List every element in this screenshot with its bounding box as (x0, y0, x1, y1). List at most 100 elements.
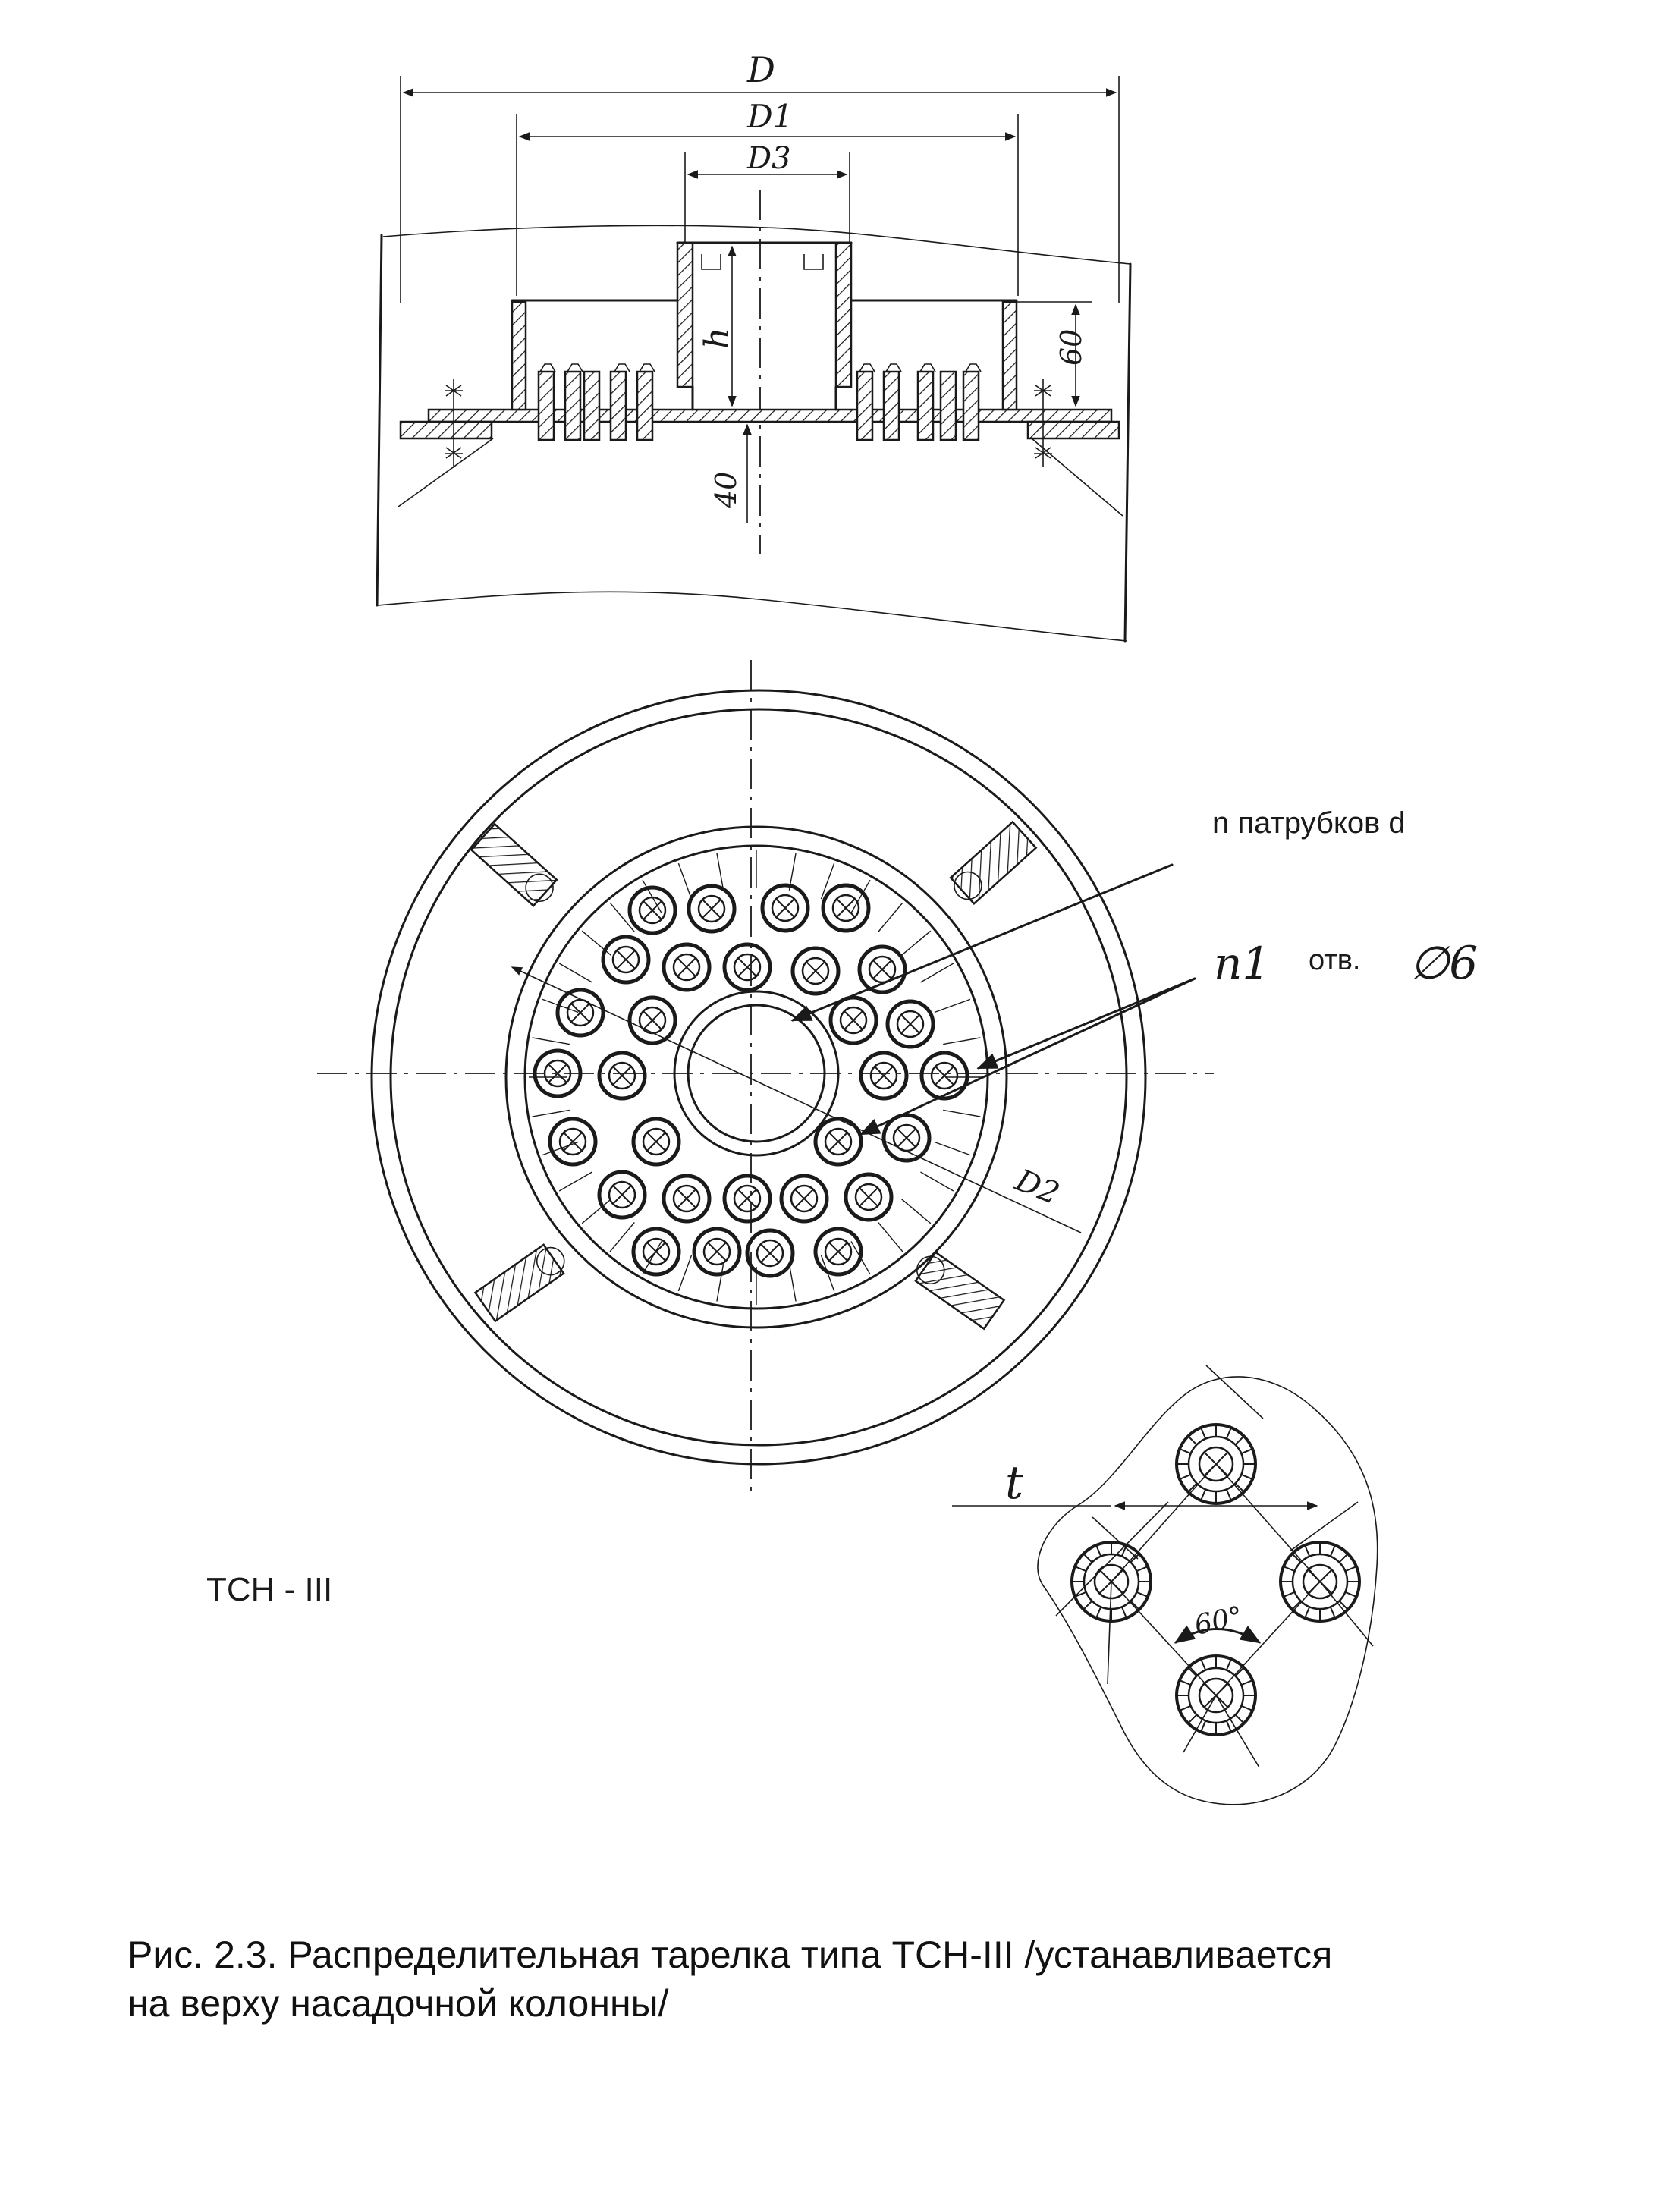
radial-guide-line (901, 1199, 932, 1224)
nozzle-ring (779, 1174, 829, 1224)
nozzle-ring (601, 935, 651, 985)
nozzle-leader (790, 863, 1174, 1022)
radial-guide-line (820, 1255, 835, 1292)
radial-guide-line (934, 998, 971, 1013)
nozzles-label: n патрубков d (1212, 806, 1406, 840)
angle-label: 60° (1192, 1601, 1246, 1641)
nozzle-ring (760, 883, 810, 933)
column-break-top (382, 225, 1131, 265)
dim-t-label: t (1005, 1456, 1024, 1510)
radial-guide-line (716, 853, 724, 891)
nozzle-ring (813, 1117, 863, 1167)
fastener-left (445, 379, 463, 467)
nozzle-ring (813, 1227, 863, 1277)
radial-guide-line (943, 1109, 981, 1117)
central-pipe-left-wall (676, 241, 694, 388)
detail-hole (1279, 1541, 1361, 1623)
weir-left (511, 300, 527, 411)
nozzle-field (529, 850, 984, 1305)
weir-right (1001, 300, 1018, 411)
nozzle-ring (548, 1117, 598, 1167)
radial-guide-line (677, 862, 693, 900)
dim-D-label: D (746, 49, 775, 90)
radial-guide-line (558, 963, 592, 983)
tray-rim-inner (523, 844, 989, 1310)
nozzle-ring (881, 1113, 932, 1163)
dim-h-label: h (698, 328, 737, 349)
radial-guide-line (850, 1241, 871, 1275)
holes-leader-1 (859, 977, 1196, 1136)
detail-holes (1070, 1423, 1361, 1736)
radial-guide-line (934, 1141, 971, 1156)
dim-D1-label: D1 (746, 98, 793, 135)
radial-guide-line (920, 1171, 954, 1192)
radial-guide-line (581, 1199, 611, 1224)
caption-line-2: на верху насадочной колонны/ (127, 1982, 669, 2025)
radial-guide-line (542, 998, 579, 1013)
support-ring-right (1026, 420, 1120, 440)
nozzle-group-right (856, 363, 982, 441)
dim-D2-label: D2 (1010, 1163, 1064, 1212)
pitch-detail: t 60° (952, 1365, 1378, 1805)
radial-guide-line (788, 853, 797, 891)
nozzle-ring (828, 995, 878, 1045)
nozzle-ring (919, 1051, 969, 1101)
support-lug-bottom-left (473, 1243, 565, 1323)
fastener-right (1034, 379, 1052, 467)
dim-60-label: 60 (1054, 329, 1088, 366)
radial-guide-line (542, 1141, 579, 1156)
hole-diameter-label: ∅6 (1409, 937, 1478, 990)
nozzle-ring (597, 1170, 647, 1220)
central-pipe-outer (673, 990, 840, 1157)
radial-guide-line (901, 930, 932, 956)
section-view: D D1 D3 h 60 (376, 49, 1132, 643)
dim-D2-line (511, 966, 1082, 1233)
nozzle-ring (745, 1228, 795, 1278)
nozzle-ring (597, 1051, 647, 1101)
support-lug-top-left (470, 822, 558, 907)
radial-guide-line (532, 1037, 570, 1045)
nozzle-group-left (537, 363, 655, 441)
nozzle-ring (627, 995, 677, 1045)
radial-guide-line (642, 1241, 662, 1275)
figure-caption: Рис. 2.3. Распределительная тарелка типа… (127, 1931, 1569, 2028)
nozzle-ring (857, 944, 907, 994)
nozzle-ring (859, 1051, 909, 1101)
plan-view: D2 n патрубков d n1 отв. ∅6 (317, 660, 1478, 1498)
radial-guide-line (850, 879, 871, 913)
detail-hole (1175, 1423, 1257, 1505)
nozzle-ring (722, 942, 772, 992)
nozzle-ring (662, 1174, 712, 1224)
central-pipe-right-wall (834, 241, 853, 388)
tray-plate (427, 408, 1113, 423)
radial-guide-line (581, 930, 611, 956)
radial-guide-line (920, 963, 954, 983)
support-ring-left (399, 420, 493, 440)
radial-guide-line (878, 1222, 903, 1252)
nozzle-ring (692, 1227, 742, 1277)
nozzle-ring (631, 1117, 681, 1167)
radial-guide-line (716, 1264, 724, 1302)
nozzle-ring (790, 946, 841, 996)
support-lug-bottom-right (914, 1251, 1006, 1331)
angle-arc (1174, 1625, 1262, 1644)
nozzle-ring (687, 884, 737, 934)
support-lug-top-right (949, 820, 1038, 906)
radial-guide-line (878, 902, 903, 932)
holes-label: отв. (1309, 944, 1360, 976)
nozzle-ring (821, 883, 871, 933)
column-outer-circle (370, 689, 1147, 1466)
nozzle-ring (722, 1174, 772, 1224)
radial-guide-line (943, 1037, 981, 1045)
central-pipe-inner (687, 1004, 826, 1143)
column-inner-circle (389, 708, 1128, 1447)
detail-hole (1175, 1654, 1257, 1736)
nozzle-ring (555, 988, 605, 1038)
caption-line-1: Рис. 2.3. Распределительная тарелка типа… (127, 1934, 1333, 1976)
radial-guide-line (609, 1222, 635, 1252)
radial-guide-line (642, 879, 662, 913)
dim-D3-label: D3 (746, 141, 791, 176)
holes-leader-2 (976, 977, 1196, 1070)
column-wall-right (1123, 262, 1132, 643)
